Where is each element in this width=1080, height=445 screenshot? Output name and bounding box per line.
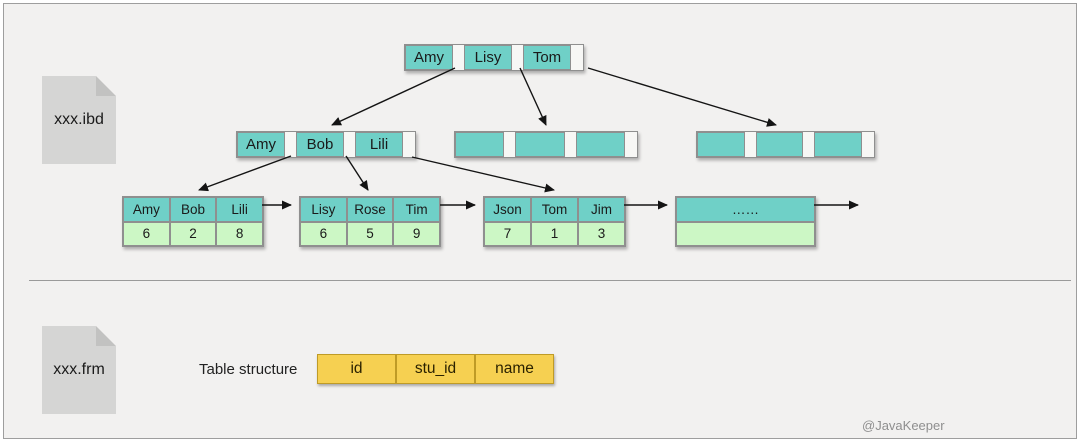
pointer-gap xyxy=(625,132,637,157)
leaf-value-cell: 8 xyxy=(216,221,264,246)
internal-key-cell xyxy=(814,132,863,157)
leaf-value-cell: 6 xyxy=(123,221,170,246)
root-key-cell: Lisy xyxy=(464,45,512,70)
pointer-gap xyxy=(745,132,756,157)
pointer-gap xyxy=(803,132,814,157)
leaf-value-cell: 1 xyxy=(531,221,578,246)
table-structure-label: Table structure xyxy=(199,361,298,378)
leaf-key-cell: Lisy xyxy=(300,197,347,222)
section-divider xyxy=(29,280,1071,281)
ibd-file-label: xxx.ibd xyxy=(54,111,104,128)
file-fold-corner-icon xyxy=(96,326,116,346)
pointer-gap xyxy=(344,132,355,157)
leaf-key-cell: Jim xyxy=(578,197,625,222)
btree-internal-node-left: Amy Bob Lili xyxy=(236,131,416,158)
diagram-canvas: xxx.ibd Amy Lisy Tom Amy Bob Lili xyxy=(3,3,1077,439)
root-key-cell: Tom xyxy=(523,45,571,70)
leaf-key-row: Amy Bob Lili xyxy=(123,197,264,222)
internal-key-cell xyxy=(755,132,804,157)
column-cell: id xyxy=(317,354,396,384)
leaf-key-row: Json Tom Jim xyxy=(484,197,625,222)
leaf-key-cell: Rose xyxy=(346,197,394,222)
leaf-value-cell: 6 xyxy=(300,221,347,246)
internal-key-cell xyxy=(575,132,625,157)
internal-key-cell: Lili xyxy=(355,132,403,157)
btree-leaf-node-1: Amy Bob Lili 6 2 8 xyxy=(122,196,264,247)
leaf-value-row xyxy=(676,221,815,246)
leaf-key-row: Lisy Rose Tim xyxy=(300,197,441,222)
btree-leaf-node-ellipsis: …… xyxy=(675,196,816,247)
leaf-key-cell: Amy xyxy=(123,197,170,222)
leaf-key-row: …… xyxy=(676,197,815,222)
leaf-key-cell: Bob xyxy=(169,197,217,222)
btree-internal-node-middle xyxy=(454,131,638,158)
leaf-value-row: 6 2 8 xyxy=(123,221,264,246)
internal-key-cell xyxy=(697,132,745,157)
pointer-gap xyxy=(862,132,874,157)
leaf-value-cell: 7 xyxy=(484,221,531,246)
leaf-key-cell: Lili xyxy=(216,197,264,222)
frm-file-icon: xxx.frm xyxy=(42,326,116,414)
column-cell: name xyxy=(475,354,554,384)
internal-key-cell xyxy=(515,132,565,157)
table-structure-row: id stu_id name xyxy=(317,354,554,384)
internal-key-cell xyxy=(455,132,505,157)
btree-internal-node-right xyxy=(696,131,875,158)
pointer-gap xyxy=(571,45,583,70)
file-fold-corner-icon xyxy=(96,76,116,96)
watermark: @JavaKeeper xyxy=(862,418,945,433)
leaf-key-cell: Tim xyxy=(393,197,441,222)
leaf-value-cell: 3 xyxy=(578,221,625,246)
internal-key-cell: Amy xyxy=(237,132,285,157)
pointer-gap xyxy=(565,132,576,157)
leaf-value-row: 7 1 3 xyxy=(484,221,625,246)
pointer-gap xyxy=(504,132,515,157)
frm-file-label: xxx.frm xyxy=(53,361,105,378)
pointer-gap xyxy=(512,45,523,70)
root-key-cell: Amy xyxy=(405,45,453,70)
ibd-file-icon: xxx.ibd xyxy=(42,76,116,164)
pointer-gap xyxy=(453,45,464,70)
leaf-value-cell xyxy=(676,221,815,246)
leaf-value-row: 6 5 9 xyxy=(300,221,441,246)
btree-root-node: Amy Lisy Tom xyxy=(404,44,584,71)
column-cell: stu_id xyxy=(396,354,475,384)
pointer-gap xyxy=(403,132,415,157)
leaf-key-cell: Json xyxy=(484,197,531,222)
pointer-gap xyxy=(285,132,296,157)
leaf-key-cell: Tom xyxy=(531,197,578,222)
leaf-key-cell: …… xyxy=(676,197,815,222)
leaf-value-cell: 5 xyxy=(346,221,394,246)
internal-key-cell: Bob xyxy=(296,132,344,157)
leaf-value-cell: 9 xyxy=(393,221,441,246)
leaf-value-cell: 2 xyxy=(169,221,217,246)
btree-leaf-node-3: Json Tom Jim 7 1 3 xyxy=(483,196,626,247)
btree-leaf-node-2: Lisy Rose Tim 6 5 9 xyxy=(299,196,441,247)
